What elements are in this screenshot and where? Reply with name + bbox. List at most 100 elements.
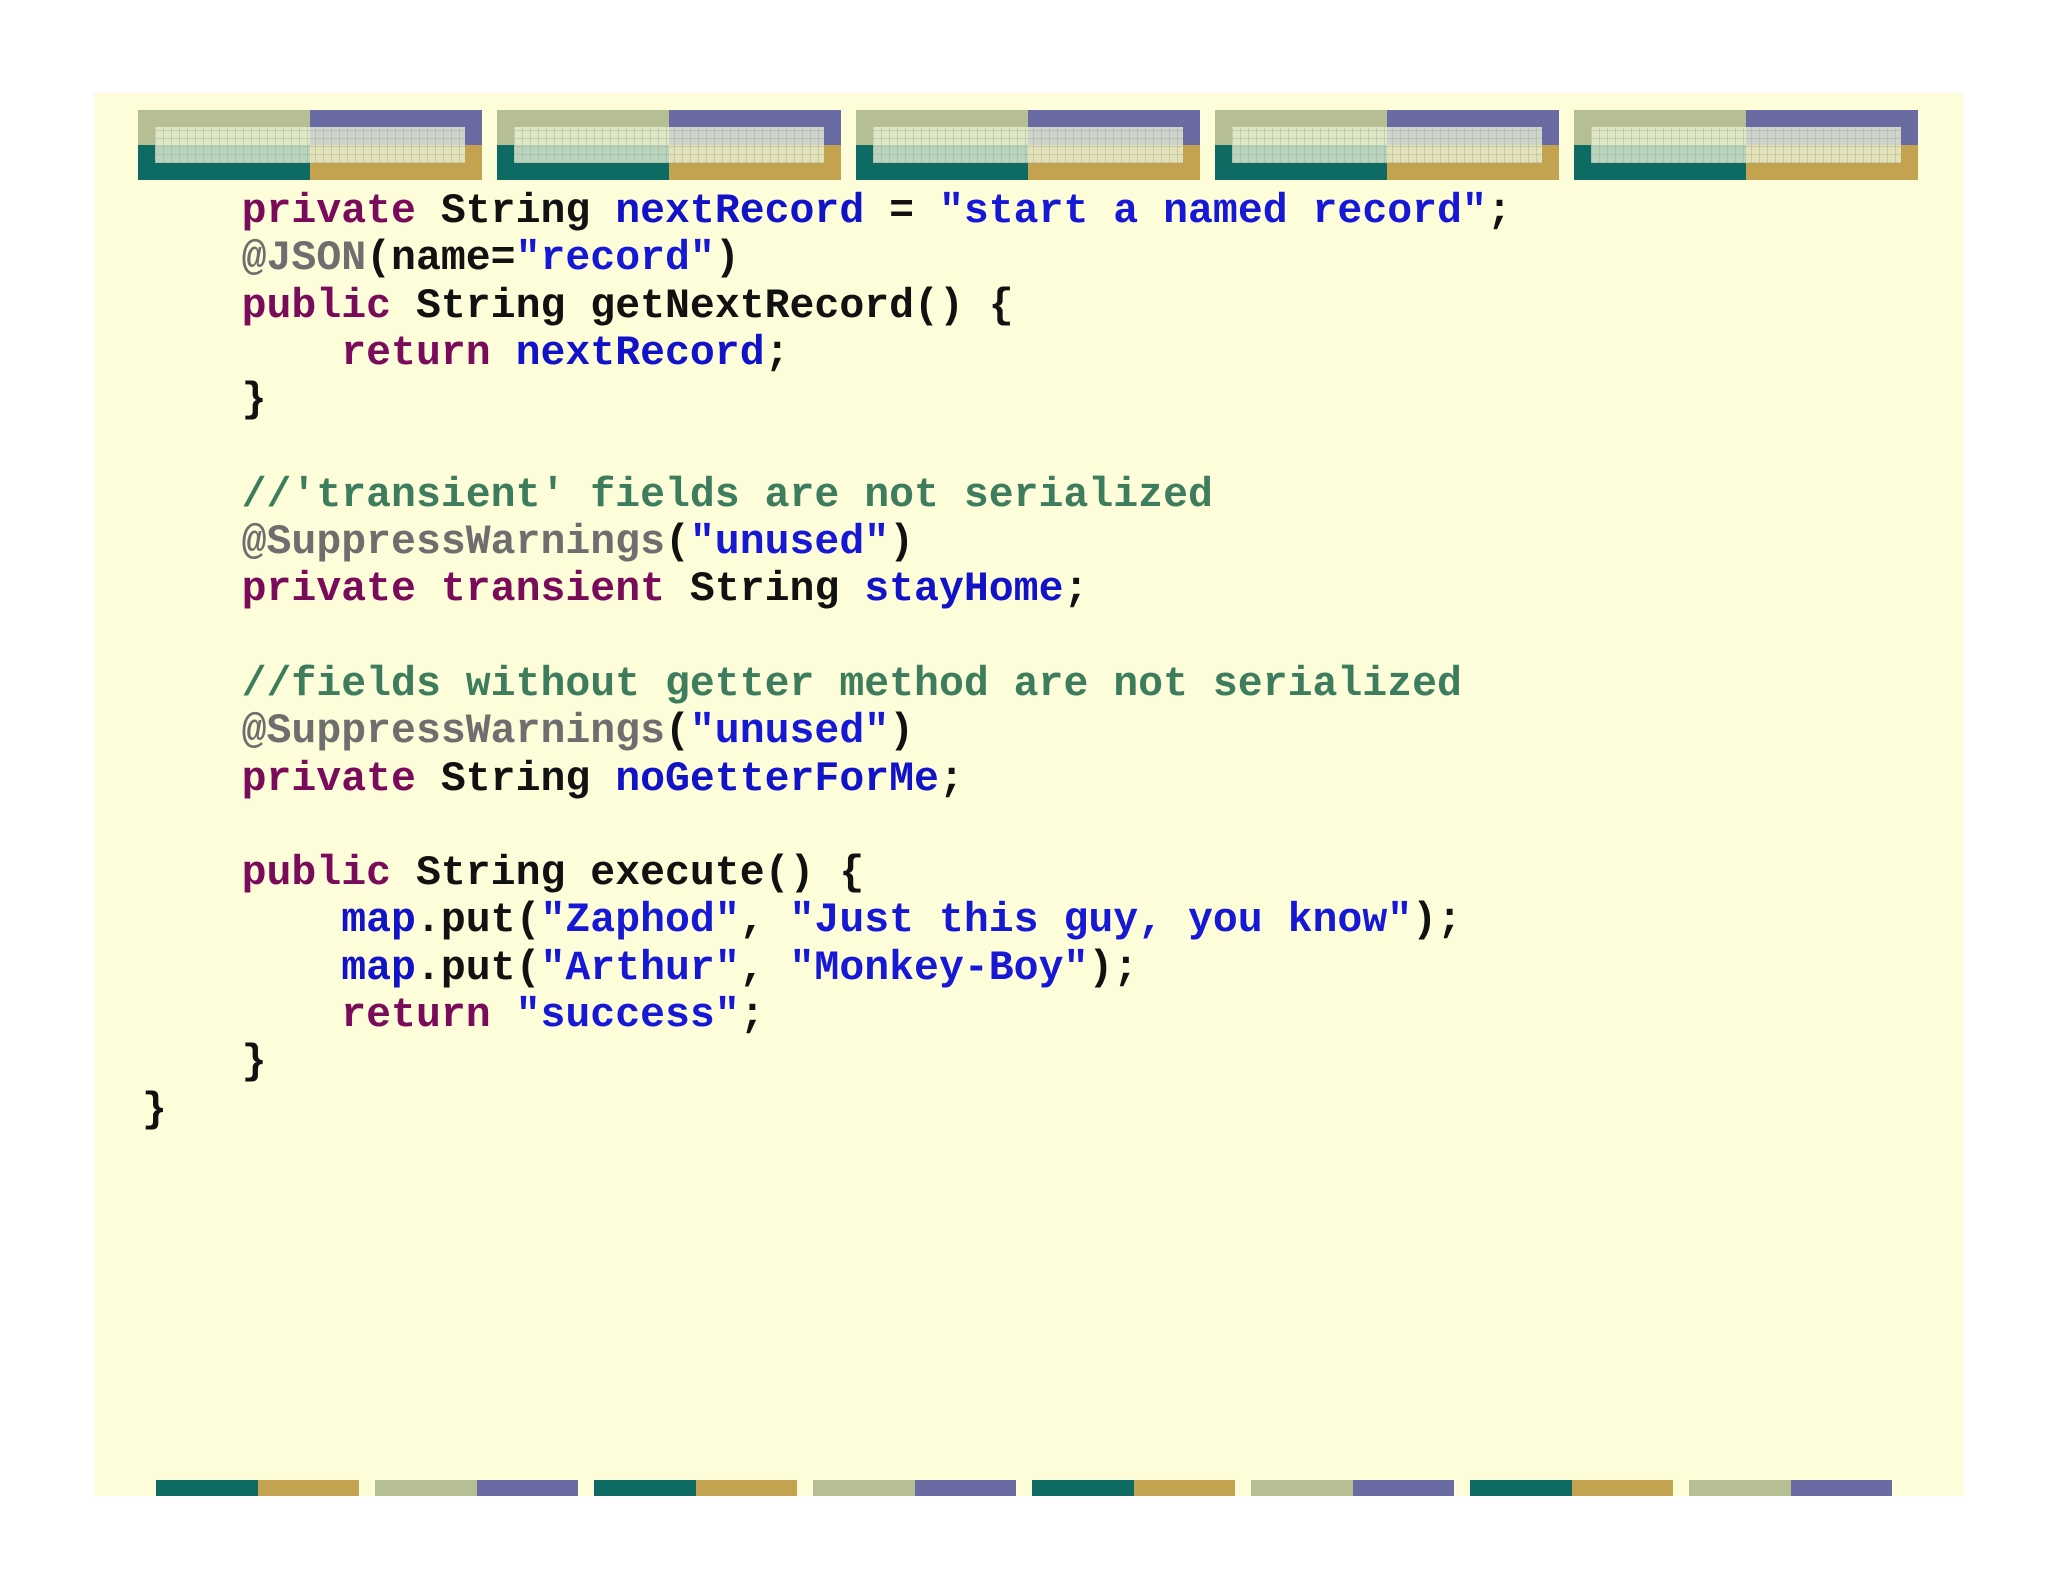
- footer-segment: [1689, 1480, 1892, 1496]
- code-token-code-text: (name=: [366, 235, 516, 283]
- code-line: @SuppressWarnings("unused"): [142, 708, 1512, 755]
- code-token-keyword: return: [341, 329, 491, 377]
- code-token-code-text: ;: [1486, 188, 1512, 235]
- code-token-keyword: private: [241, 188, 416, 235]
- code-token-code-text: );: [1412, 897, 1462, 945]
- code-token-identifier: nextRecord: [515, 329, 765, 377]
- code-token-keyword: private: [241, 566, 416, 614]
- code-line: }: [142, 1087, 1512, 1134]
- code-token-code-text: }: [142, 1039, 267, 1087]
- code-token-keyword: transient: [440, 566, 666, 614]
- footer-segment: [375, 1480, 578, 1496]
- code-line: return nextRecord;: [142, 330, 1512, 377]
- code-token-code-text: [142, 472, 242, 519]
- code-token-string-literal: "record": [515, 235, 715, 283]
- code-line: //'transient' fields are not serialized: [142, 472, 1512, 519]
- code-token-string-literal: "Monkey-Boy": [789, 944, 1089, 992]
- footer-segment: [594, 1480, 797, 1496]
- code-token-code-text: [142, 897, 341, 944]
- code-line: return "success";: [142, 992, 1512, 1039]
- code-token-comment: //fields without getter method are not s…: [241, 660, 1462, 708]
- banner-tile: [1574, 110, 1918, 180]
- code-line: [142, 424, 1512, 471]
- code-token-identifier: stayHome: [864, 566, 1064, 614]
- footer-stripe: [156, 1480, 1892, 1496]
- code-token-code-text: ): [889, 519, 915, 567]
- footer-segment: [156, 1480, 359, 1496]
- code-token-string-literal: "unused": [689, 519, 890, 567]
- code-token-code-text: ): [714, 235, 740, 283]
- banner-tile: [1215, 110, 1559, 180]
- code-token-code-text: [491, 992, 516, 1039]
- code-token-code-text: (: [665, 708, 690, 756]
- code-listing: private String nextRecord = "start a nam…: [142, 188, 1512, 1134]
- code-token-keyword: private: [241, 755, 416, 803]
- code-token-code-text: .put(: [415, 897, 541, 945]
- code-token-code-text: .put(: [415, 944, 541, 992]
- code-token-code-text: ;: [1063, 566, 1089, 614]
- code-token-code-text: ;: [764, 329, 790, 377]
- code-token-code-text: [142, 708, 242, 755]
- banner-tile: [497, 110, 841, 180]
- code-token-code-text: [491, 330, 516, 377]
- code-token-code-text: [142, 283, 242, 330]
- code-token-code-text: ;: [938, 755, 964, 803]
- code-token-code-text: [142, 661, 242, 708]
- slide: private String nextRecord = "start a nam…: [94, 93, 1964, 1496]
- code-token-code-text: }: [142, 1086, 167, 1134]
- footer-segment: [1251, 1480, 1454, 1496]
- code-line: @SuppressWarnings("unused"): [142, 519, 1512, 566]
- code-token-code-text: [142, 850, 242, 897]
- code-token-identifier: map: [341, 897, 416, 945]
- banner-tile: [856, 110, 1200, 180]
- code-token-string-literal: "unused": [689, 708, 890, 756]
- header-banner: [138, 110, 1918, 180]
- code-token-code-text: [142, 566, 242, 613]
- code-token-identifier: noGetterForMe: [615, 755, 939, 803]
- code-line: public String execute() {: [142, 850, 1512, 897]
- code-line: }: [142, 377, 1512, 424]
- footer-segment: [813, 1480, 1016, 1496]
- code-token-annotation: @SuppressWarnings: [241, 708, 665, 756]
- code-token-code-text: String: [415, 755, 616, 803]
- code-line: private String nextRecord = "start a nam…: [142, 188, 1512, 235]
- code-token-code-text: );: [1088, 944, 1139, 992]
- code-line: public String getNextRecord() {: [142, 283, 1512, 330]
- code-token-string-literal: "success": [515, 992, 740, 1040]
- code-token-code-text: ,: [739, 897, 790, 945]
- code-line: }: [142, 1039, 1512, 1086]
- code-line: [142, 614, 1512, 661]
- code-token-string-literal: "Arthur": [540, 944, 740, 992]
- code-line: map.put("Zaphod", "Just this guy, you kn…: [142, 897, 1512, 944]
- code-token-code-text: [142, 519, 242, 566]
- code-token-comment: //'transient' fields are not serialized: [241, 471, 1213, 519]
- code-token-code-text: ,: [739, 944, 790, 992]
- code-token-code-text: [142, 992, 341, 1039]
- code-token-identifier: nextRecord: [615, 188, 865, 235]
- footer-segment: [1470, 1480, 1673, 1496]
- code-token-code-text: [142, 330, 341, 377]
- code-token-string-literal: "Just this guy, you know": [789, 897, 1413, 945]
- code-token-code-text: String: [415, 188, 616, 235]
- code-token-code-text: String: [665, 566, 865, 614]
- code-token-code-text: ;: [739, 992, 765, 1040]
- code-token-keyword: return: [341, 992, 491, 1040]
- code-line: private transient String stayHome;: [142, 566, 1512, 613]
- code-line: map.put("Arthur", "Monkey-Boy");: [142, 945, 1512, 992]
- code-token-annotation: @JSON: [241, 235, 367, 283]
- code-token-code-text: =: [864, 188, 939, 235]
- footer-segment: [1032, 1480, 1235, 1496]
- code-token-string-literal: "start a named record": [938, 188, 1487, 235]
- code-token-code-text: [416, 566, 441, 613]
- code-token-code-text: [142, 235, 242, 282]
- code-token-keyword: public: [241, 282, 392, 330]
- code-token-code-text: [142, 756, 242, 803]
- banner-tile: [138, 110, 482, 180]
- code-token-keyword: public: [241, 850, 392, 898]
- code-token-code-text: String getNextRecord() {: [391, 282, 1014, 330]
- code-token-code-text: [142, 188, 242, 235]
- code-line: private String noGetterForMe;: [142, 756, 1512, 803]
- code-line: //fields without getter method are not s…: [142, 661, 1512, 708]
- code-token-code-text: [142, 945, 341, 992]
- code-line: @JSON(name="record"): [142, 235, 1512, 282]
